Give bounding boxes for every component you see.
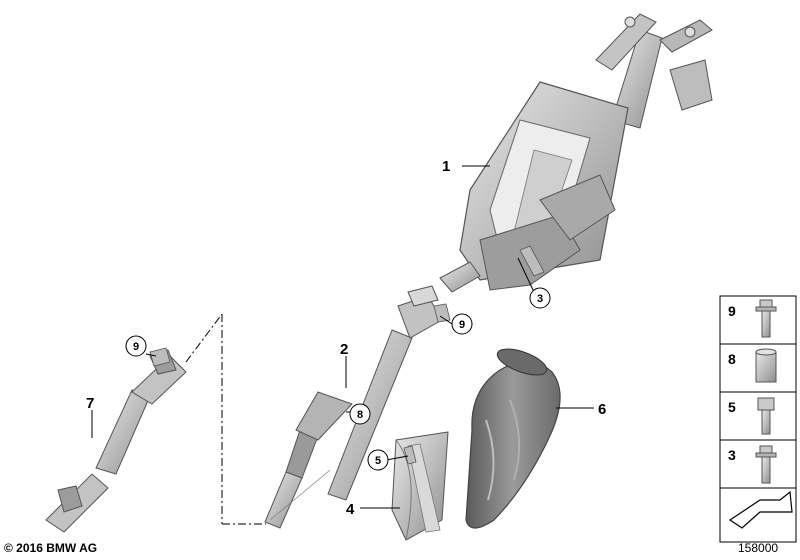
callout-2: 2 bbox=[340, 341, 348, 358]
svg-text:3: 3 bbox=[728, 447, 736, 463]
callout-7: 7 bbox=[86, 395, 94, 412]
svg-text:4: 4 bbox=[346, 501, 355, 518]
callout-6: 6 bbox=[598, 401, 606, 418]
rubber-boot bbox=[465, 348, 561, 529]
bolt-9-in-diagram bbox=[433, 303, 451, 323]
legend-row-5: 5 bbox=[728, 397, 775, 435]
svg-text:9: 9 bbox=[459, 319, 465, 331]
legend-row-3: 3 bbox=[728, 445, 777, 484]
heat-shield bbox=[391, 431, 449, 541]
copyright-text: © 2016 BMW AG bbox=[4, 541, 98, 555]
svg-text:2: 2 bbox=[340, 341, 348, 358]
svg-text:8: 8 bbox=[357, 409, 363, 421]
hex-flange-bolt-icon bbox=[755, 299, 777, 338]
callout-3: 3 bbox=[529, 287, 551, 309]
legend-row-8: 8 bbox=[728, 348, 777, 383]
callout-5: 5 bbox=[367, 449, 389, 471]
svg-text:1: 1 bbox=[442, 158, 450, 175]
screw-5-in-diagram bbox=[403, 445, 417, 465]
legend-row-9: 9 bbox=[728, 299, 777, 338]
socket-head-screw-icon bbox=[757, 397, 775, 435]
callout-8: 8 bbox=[349, 403, 371, 425]
svg-text:9: 9 bbox=[728, 303, 736, 319]
svg-text:8: 8 bbox=[728, 351, 736, 367]
svg-text:5: 5 bbox=[728, 399, 736, 415]
callout-4: 4 bbox=[346, 501, 355, 518]
svg-text:5: 5 bbox=[375, 455, 381, 467]
bolt-3-in-diagram bbox=[519, 245, 545, 277]
svg-text:7: 7 bbox=[86, 395, 94, 412]
callout-1: 1 bbox=[442, 158, 450, 175]
callout-9-right: 9 bbox=[451, 313, 473, 335]
steering-column-assembly bbox=[439, 13, 713, 293]
figure-id: 158000 bbox=[738, 541, 779, 555]
callout-9-left: 9 bbox=[125, 335, 147, 357]
svg-text:3: 3 bbox=[537, 293, 543, 305]
leader-lines bbox=[91, 165, 594, 509]
svg-text:9: 9 bbox=[133, 341, 139, 353]
sleeve-nut-icon bbox=[755, 348, 777, 383]
universal-joint-shaft bbox=[45, 313, 266, 533]
bolt-9-left-in-diagram bbox=[149, 347, 171, 367]
direction-arrow-icon bbox=[728, 490, 793, 529]
svg-text:6: 6 bbox=[598, 401, 606, 418]
collar-bolt-icon bbox=[755, 445, 777, 484]
parts-legend: 9 8 5 3 bbox=[719, 295, 797, 543]
